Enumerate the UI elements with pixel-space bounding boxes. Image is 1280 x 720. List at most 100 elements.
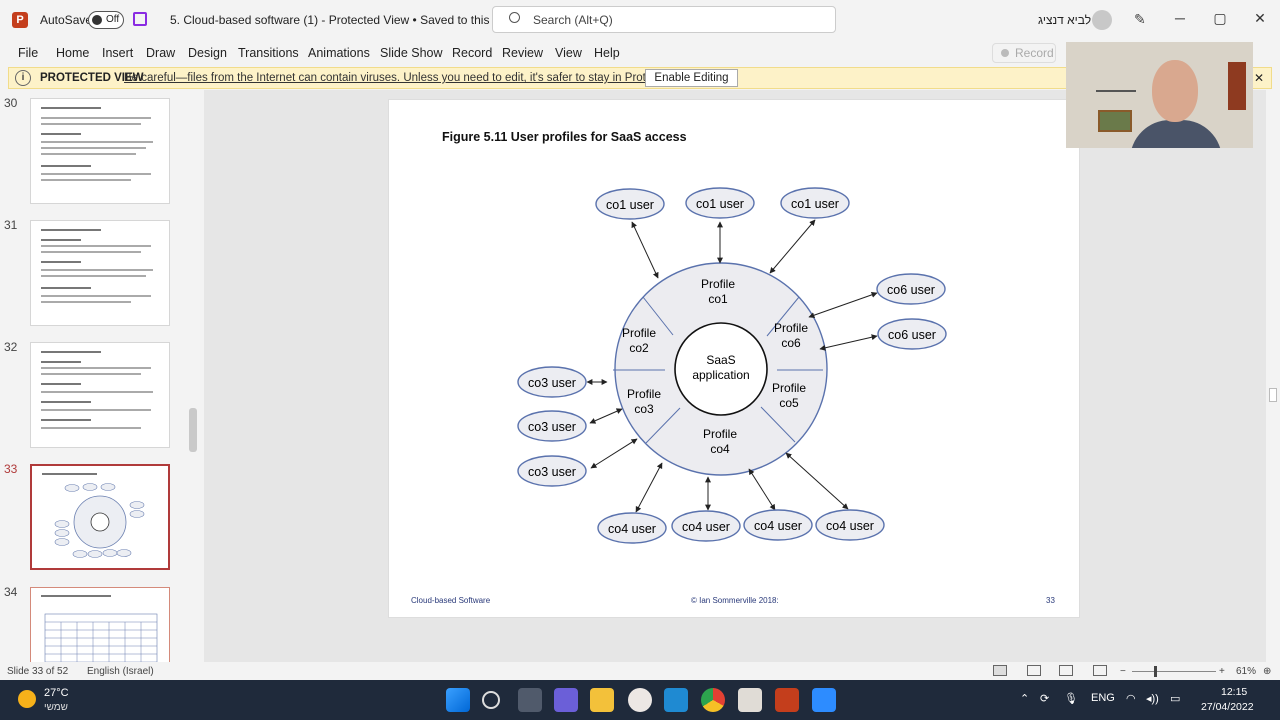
- tab-insert[interactable]: Insert: [102, 46, 134, 60]
- user-label: co3 user: [528, 420, 576, 434]
- windows-start-icon[interactable]: [446, 688, 470, 712]
- close-icon[interactable]: ✕: [1254, 71, 1265, 85]
- search-icon[interactable]: [482, 691, 500, 709]
- tab-home[interactable]: Home: [56, 46, 90, 60]
- user-label: co4 user: [682, 520, 730, 534]
- slide-thumbnail[interactable]: [30, 587, 170, 662]
- save-icon[interactable]: [133, 12, 147, 26]
- weather-temperature[interactable]: 27°C: [44, 687, 69, 699]
- app-icon[interactable]: [738, 688, 762, 712]
- sector-label: co5: [779, 396, 799, 410]
- user-label: co1 user: [791, 197, 839, 211]
- thumbnail-table: [44, 613, 158, 662]
- document-title: 5. Cloud-based software (1) - Protected …: [170, 13, 510, 27]
- protected-view-label: PROTECTED VIEW: [40, 72, 144, 84]
- tab-draw[interactable]: Draw: [146, 46, 176, 60]
- scroll-thumb[interactable]: [189, 408, 197, 452]
- maximize-button[interactable]: ▢: [1213, 10, 1227, 26]
- user-label: co4 user: [826, 519, 874, 533]
- user-label: co3 user: [528, 465, 576, 479]
- sector-label: Profile: [622, 326, 656, 340]
- tab-record[interactable]: Record: [452, 46, 493, 60]
- slide-scrollbar[interactable]: [1266, 90, 1280, 662]
- autosave-toggle[interactable]: Off: [88, 11, 124, 29]
- slide-number: 32: [4, 340, 18, 354]
- app-icon[interactable]: [628, 688, 652, 712]
- status-bar: Slide 33 of 52 English (Israel) − + 61% …: [0, 662, 1280, 680]
- powerpoint-logo-icon: P: [12, 12, 28, 28]
- zoom-level[interactable]: 61%: [1236, 666, 1257, 677]
- search-icon: [509, 12, 520, 23]
- sector-label: co6: [781, 336, 801, 350]
- protected-view-message[interactable]: Be careful—files from the Internet can c…: [124, 72, 705, 84]
- clock-time[interactable]: 12:15: [1221, 686, 1248, 698]
- webcam-person-head: [1152, 60, 1198, 122]
- volume-icon[interactable]: ◂)): [1146, 693, 1159, 705]
- search-box[interactable]: Search (Alt+Q): [492, 6, 836, 33]
- language-indicator[interactable]: English (Israel): [87, 666, 154, 677]
- microphone-icon[interactable]: 🎙: [1064, 693, 1078, 705]
- sector-label: co3: [634, 402, 654, 416]
- access-arrows: [586, 219, 878, 513]
- slide-number: 34: [4, 585, 18, 599]
- sync-icon[interactable]: ⟳: [1040, 693, 1050, 705]
- tab-slide-show[interactable]: Slide Show: [380, 46, 443, 60]
- slideshow-icon[interactable]: [1093, 665, 1107, 676]
- zoom-icon[interactable]: [812, 688, 836, 712]
- tab-design[interactable]: Design: [188, 46, 227, 60]
- ribbon-tabs: File Home Insert Draw Design Transitions…: [0, 40, 1280, 66]
- center-label: SaaS: [706, 353, 735, 367]
- slide-number: 30: [4, 96, 18, 110]
- user-nodes: co1 user co1 user co1 user co6 user co6 …: [517, 187, 947, 544]
- user-profiles-diagram: SaaS application Profile co1 Profile co6…: [517, 187, 947, 544]
- user-name[interactable]: לביא דנציג: [1038, 13, 1092, 27]
- normal-view-icon[interactable]: [993, 665, 1007, 676]
- zoom-in-icon[interactable]: +: [1219, 666, 1225, 677]
- slide-number: 31: [4, 218, 18, 232]
- reading-view-icon[interactable]: [1059, 665, 1073, 676]
- weather-condition[interactable]: שמשי: [44, 702, 68, 713]
- record-button[interactable]: Record: [992, 43, 1056, 63]
- slide-thumbnail-selected[interactable]: [30, 464, 170, 570]
- protected-view-bar: i PROTECTED VIEW Be careful—files from t…: [8, 67, 1272, 89]
- pen-icon[interactable]: ✎: [1134, 11, 1146, 27]
- clock-date[interactable]: 27/04/2022: [1201, 701, 1254, 713]
- weather-sun-icon[interactable]: [18, 690, 36, 708]
- fit-to-window-icon[interactable]: ⊕: [1263, 666, 1272, 677]
- chevron-up-icon[interactable]: ⌃: [1020, 693, 1030, 705]
- minimize-button[interactable]: ─: [1175, 10, 1185, 26]
- webcam-frame: [1228, 62, 1246, 110]
- slide-thumbnail[interactable]: [30, 220, 170, 326]
- sector-label: co1: [708, 292, 728, 306]
- enable-editing-button[interactable]: Enable Editing: [645, 69, 738, 87]
- thumbnail-scrollbar[interactable]: [187, 90, 199, 662]
- zoom-slider-knob[interactable]: [1154, 666, 1157, 677]
- slide-number-footer: 33: [1046, 596, 1055, 605]
- scroll-thumb[interactable]: [1269, 388, 1277, 402]
- tab-file[interactable]: File: [18, 46, 39, 60]
- zoom-out-icon[interactable]: −: [1120, 666, 1126, 677]
- wifi-icon[interactable]: ◠: [1126, 693, 1136, 705]
- zoom-slider[interactable]: [1132, 671, 1216, 672]
- tab-animations[interactable]: Animations: [308, 46, 370, 60]
- slide-thumbnail[interactable]: [30, 342, 170, 448]
- slide[interactable]: Figure 5.11 User profiles for SaaS acces…: [388, 99, 1080, 618]
- tab-help[interactable]: Help: [594, 46, 620, 60]
- slide-sorter-icon[interactable]: [1027, 665, 1041, 676]
- tab-transitions[interactable]: Transitions: [238, 46, 299, 60]
- toggle-knob: [92, 15, 102, 25]
- vscode-icon[interactable]: [664, 688, 688, 712]
- teams-chat-icon[interactable]: [554, 688, 578, 712]
- input-language[interactable]: ENG: [1091, 692, 1115, 704]
- file-explorer-icon[interactable]: [590, 688, 614, 712]
- chrome-icon[interactable]: [701, 688, 725, 712]
- tab-view[interactable]: View: [555, 46, 582, 60]
- user-label: co6 user: [888, 328, 936, 342]
- slide-thumbnail[interactable]: [30, 98, 170, 204]
- tab-review[interactable]: Review: [502, 46, 543, 60]
- task-view-icon[interactable]: [518, 688, 542, 712]
- powerpoint-icon[interactable]: [775, 688, 799, 712]
- battery-icon[interactable]: ▭: [1170, 693, 1181, 705]
- close-button[interactable]: ✕: [1254, 10, 1266, 26]
- avatar[interactable]: [1092, 10, 1112, 30]
